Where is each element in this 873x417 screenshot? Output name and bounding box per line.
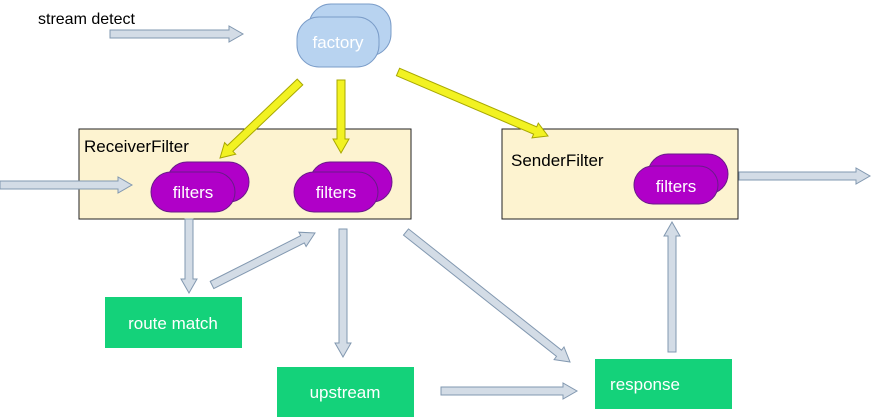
filters-left-label: filters: [173, 183, 214, 202]
upstream-box: [277, 367, 414, 417]
arrow-receiver-to-response: [402, 228, 571, 363]
route-match-box: [105, 297, 242, 348]
factory-label: factory: [312, 33, 364, 52]
upstream-label: upstream: [310, 383, 381, 402]
stream-detect-label: stream detect: [38, 11, 135, 28]
filters-left-front-shape: [150, 171, 236, 213]
receiver-filters-right: filters: [293, 161, 393, 213]
arrow-receiver-to-route-match: [180, 218, 198, 295]
response-node: response: [595, 359, 732, 409]
receiver-filter-title: ReceiverFilter: [84, 137, 189, 156]
arrow-response-to-sender: [663, 220, 681, 353]
arrow-factory-to-sender: [395, 67, 549, 139]
route-match-node: route match: [105, 297, 242, 348]
sender-filters: filters: [633, 153, 729, 205]
sender-filters-front-shape: [633, 165, 719, 205]
receiver-filter-container: ReceiverFilter filters filters: [78, 128, 412, 220]
route-match-label: route match: [128, 314, 218, 333]
filters-right-label: filters: [316, 183, 357, 202]
receiver-filters-left: filters: [150, 161, 250, 213]
arrow-sender-out: [738, 167, 872, 185]
upstream-node: upstream: [277, 367, 414, 417]
filters-right-front-shape: [293, 171, 379, 213]
response-box: [595, 359, 732, 409]
arrow-receiver-to-upstream: [334, 228, 352, 359]
arrow-route-match-to-receiver: [209, 231, 316, 290]
arrow-stream-detect: [109, 25, 245, 43]
arrow-into-receiver: [0, 176, 134, 194]
factory-node: factory: [296, 3, 392, 68]
sender-filters-label: filters: [656, 177, 697, 196]
sender-filter-container: SenderFilter filters: [501, 128, 739, 220]
factory-front-shape: [296, 16, 380, 68]
arrow-upstream-to-response: [440, 382, 579, 400]
arrows: [0, 25, 872, 400]
sender-filter-title: SenderFilter: [511, 151, 604, 170]
response-label: response: [610, 375, 680, 394]
arrow-factory-to-filters-right: [332, 79, 350, 155]
arrow-factory-to-filters-left: [219, 78, 304, 159]
